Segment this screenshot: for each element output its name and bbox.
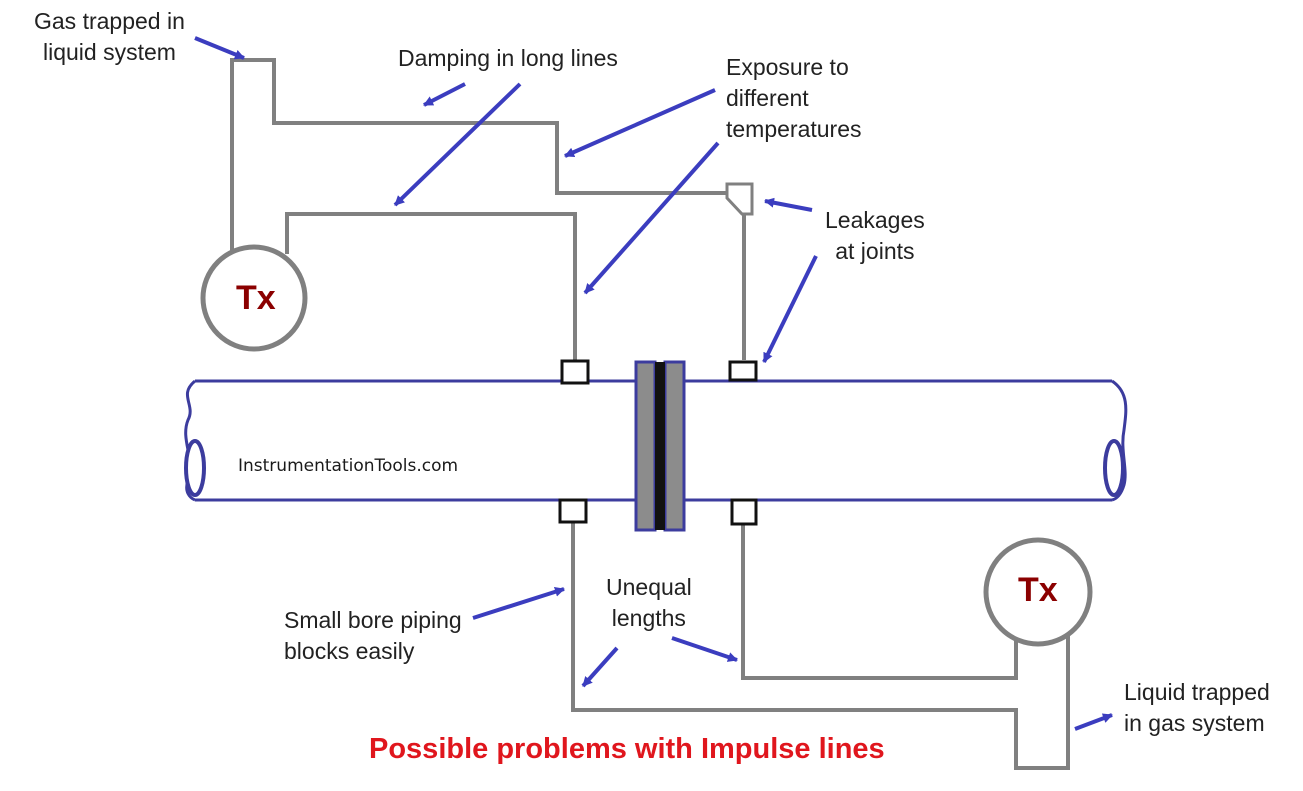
upper-transmitter [200,244,308,352]
label-gas-trapped: Gas trapped in liquid system [34,6,185,68]
leak-joint [725,182,754,216]
label-line: Gas trapped in [34,8,185,34]
watermark: InstrumentationTools.com [238,456,459,476]
tapping-points [558,359,758,526]
arrow-damping-1 [423,82,466,107]
arrow-small-bore [472,586,565,620]
arrow-unequal-1 [581,646,619,688]
label-leakages: Leakages at joints [825,205,925,267]
orifice-flange [634,360,686,532]
label-line: blocks easily [284,638,415,664]
arrow-exposure-1 [564,88,716,158]
label-line: at joints [835,238,915,264]
lower-impulse-lines [571,523,1070,770]
upper-impulse-lines [230,58,746,360]
label-line: temperatures [726,116,862,142]
label-exposure: Exposure to different temperatures [726,52,862,145]
label-line: Liquid trapped [1124,679,1270,705]
label-liquid-trapped: Liquid trapped in gas system [1124,677,1270,739]
lower-transmitter [983,537,1093,647]
label-small-bore: Small bore piping blocks easily [284,605,462,667]
label-damping: Damping in long lines [398,45,618,71]
upper-tx-label: Tx [236,279,276,317]
label-line: Small bore piping [284,607,462,633]
label-line: lengths [611,605,686,631]
label-line: Leakages [825,207,925,233]
arrow-damping-2 [393,82,522,207]
label-line: Exposure to [726,54,849,80]
label-line: in gas system [1124,710,1265,736]
arrow-unequal-2 [671,636,738,662]
arrow-exposure-2 [583,141,720,295]
label-unequal: Unequal lengths [606,572,692,634]
diagram-caption: Possible problems with Impulse lines [369,733,885,765]
arrow-leakage-2 [762,255,818,363]
arrow-leakage-1 [764,197,813,212]
label-line: Unequal [606,574,692,600]
arrow-gas-trapped [194,36,245,60]
annotation-arrows [194,36,1113,731]
arrow-liquid-trapped [1074,713,1113,731]
lower-tx-label: Tx [1018,571,1058,609]
label-line: different [726,85,809,111]
label-line: liquid system [42,39,176,65]
